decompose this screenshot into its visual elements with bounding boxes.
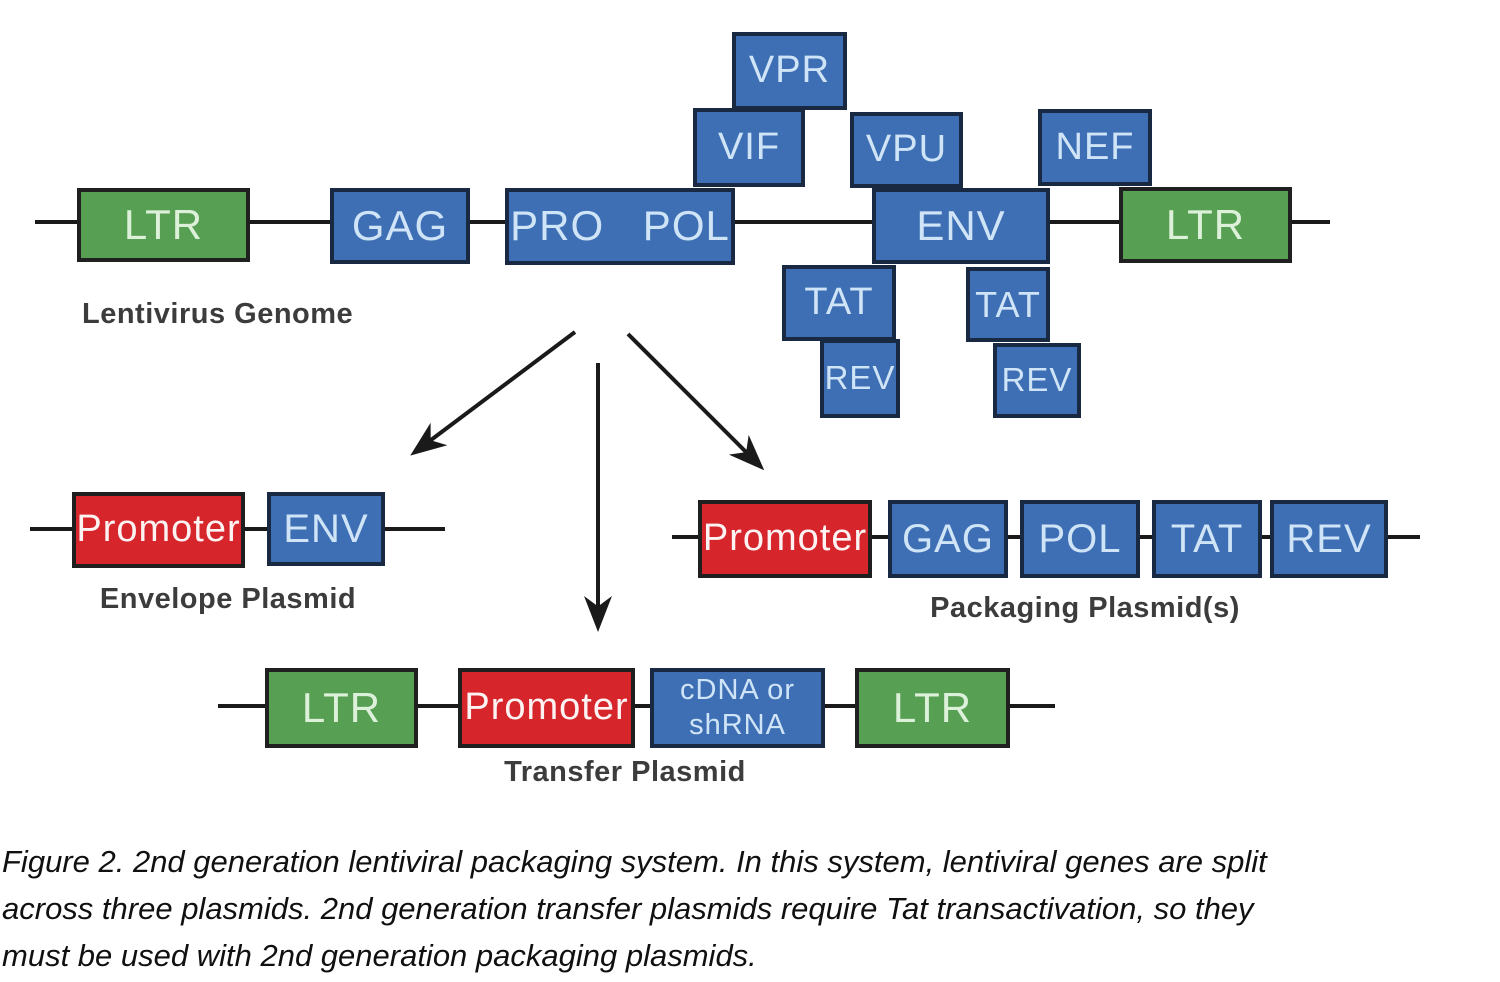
arrow-to-envelope-plasmid — [410, 330, 577, 456]
figure-caption: Figure 2. 2nd generation lentiviral pack… — [2, 838, 1498, 979]
transfer-backbone-line — [218, 704, 1055, 708]
genome-box-vpu: VPU — [850, 112, 963, 188]
packaging-box-tat: TAT — [1152, 500, 1262, 578]
genome-box-ltr-right: LTR — [1119, 187, 1292, 263]
genome-box-rev-left: REV — [820, 339, 900, 418]
packaging-box-promoter: Promoter — [698, 500, 872, 578]
genome-label: Lentivirus Genome — [82, 298, 354, 330]
arrow-to-packaging-plasmid — [626, 332, 765, 471]
envelope-box-env: ENV — [267, 492, 385, 566]
packaging-box-pol: POL — [1020, 500, 1140, 578]
transfer-box-ltr-left: LTR — [265, 668, 418, 748]
figure-caption-line-2: across three plasmids. 2nd generation tr… — [2, 891, 1254, 926]
genome-box-pro-pol: PRO POL — [505, 188, 735, 265]
transfer-box-ltr-right: LTR — [855, 668, 1010, 748]
genome-box-tat-right: TAT — [966, 267, 1050, 342]
transfer-plasmid-label: Transfer Plasmid — [504, 756, 746, 788]
packaging-box-gag: GAG — [888, 500, 1008, 578]
figure-caption-line-1: Figure 2. 2nd generation lentiviral pack… — [2, 844, 1267, 879]
genome-box-vpr: VPR — [732, 32, 847, 110]
envelope-box-promoter: Promoter — [72, 492, 245, 568]
transfer-box-cdna-shrna: cDNA or shRNA — [650, 668, 825, 748]
genome-box-rev-right: REV — [993, 343, 1081, 418]
envelope-plasmid-label: Envelope Plasmid — [99, 583, 357, 615]
genome-box-tat-left: TAT — [782, 265, 896, 341]
genome-box-gag: GAG — [330, 188, 470, 264]
genome-box-nef: NEF — [1038, 109, 1152, 186]
transfer-box-promoter: Promoter — [458, 668, 635, 748]
genome-box-vif: VIF — [693, 108, 805, 187]
packaging-plasmid-label: Packaging Plasmid(s) — [930, 592, 1240, 624]
figure-caption-line-3: must be used with 2nd generation packagi… — [2, 938, 757, 973]
genome-box-ltr-left: LTR — [77, 188, 250, 262]
genome-box-env: ENV — [872, 188, 1050, 264]
packaging-box-rev: REV — [1270, 500, 1388, 578]
